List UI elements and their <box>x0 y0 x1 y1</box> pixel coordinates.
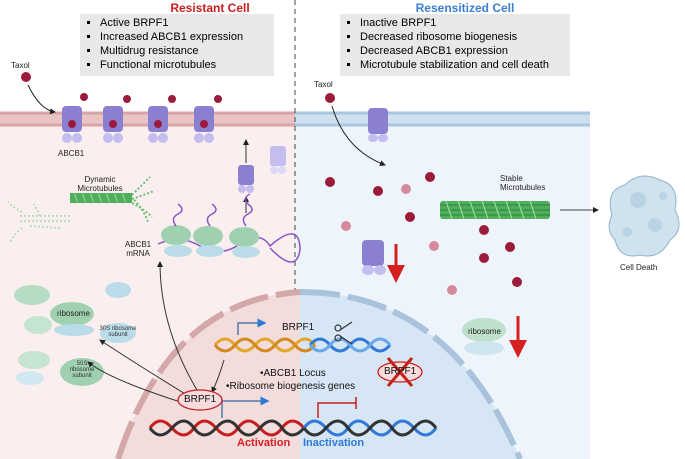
genomic-dna <box>148 419 438 437</box>
taxol-molecule <box>21 72 31 82</box>
subunit-30s-label: 30S ribosome subunit <box>98 326 138 338</box>
ribosome-label-right: ribosome <box>468 327 501 336</box>
abcb1-locus-label: •ABCB1 Locus <box>260 368 326 379</box>
cell-death-icon <box>608 175 680 257</box>
taxol-label: Taxol <box>11 61 30 70</box>
summary-item: Inactive BRPF1 <box>360 16 564 30</box>
summary-item: Microtubule stabilization and cell death <box>360 58 564 72</box>
abcb1-pump-vesicle-faded <box>270 146 286 174</box>
summary-item: Active BRPF1 <box>100 16 268 30</box>
taxol-label-right: Taxol <box>314 80 333 89</box>
cell-death-label: Cell Death <box>620 263 658 272</box>
brpf1-gene-label: BRPF1 <box>282 322 315 333</box>
summary-item: Increased ABCB1 expression <box>100 30 268 44</box>
label-line: ribosome <box>69 367 95 373</box>
dynamic-microtubule <box>70 176 155 223</box>
taxol-molecules-cytoplasm <box>325 172 522 295</box>
brpf1-gene-dna <box>213 318 392 353</box>
ribosome-label: ribosome <box>57 309 90 318</box>
scissors-icon <box>334 321 353 345</box>
activation-label: Activation <box>237 437 291 449</box>
abcb1-pump <box>194 95 222 143</box>
subunit-30s <box>100 282 136 343</box>
abcb1-mrna-label: ABCB1 mRNA <box>118 240 158 258</box>
abcb1-pump-right <box>368 108 388 142</box>
ribosome-genes-label: •Ribosome biogenesis genes <box>226 381 356 392</box>
label-line: subunit <box>72 373 92 379</box>
summary-item: Decreased ABCB1 expression <box>360 44 564 58</box>
label-line: ABCB1 <box>124 240 152 249</box>
label-line: Microtubules <box>77 184 123 193</box>
inhibition-mark <box>317 397 357 418</box>
dynamic-microtubules-label: Dynamic Microtubules <box>70 175 130 193</box>
cross-icon <box>386 357 414 387</box>
abcb1-pump-vesicle <box>238 165 254 193</box>
brpf1-inactive-label: BRPF1 <box>384 366 417 377</box>
ribosome-left <box>50 302 94 336</box>
label-line: mRNA <box>126 249 150 258</box>
abcb1-pump <box>62 93 88 143</box>
summary-item: Multidrug resistance <box>100 44 268 58</box>
label-line: subunit <box>108 332 128 338</box>
polysome-ribosomes <box>161 193 260 258</box>
stable-microtubules-label: Stable Microtubules <box>500 174 545 192</box>
label-line: 50S <box>76 361 88 367</box>
brpf1-protein <box>177 389 223 411</box>
resensitized-summary-box: Inactive BRPF1 Decreased ribosome biogen… <box>340 14 570 76</box>
label-line: Microtubules <box>500 183 546 192</box>
ribosome-faded <box>14 285 52 385</box>
abcb1-label: ABCB1 <box>58 149 85 158</box>
resistant-cell-title: Resistant Cell <box>170 1 250 15</box>
inactivation-label: Inactivation <box>303 437 365 449</box>
label-line: 30S ribosome <box>99 326 137 332</box>
brpf1-protein-label: BRPF1 <box>184 394 217 405</box>
abcb1-pump-reduced <box>362 240 386 275</box>
ribosome-right <box>462 318 506 355</box>
subunit-50s-label: 50S ribosome subunit <box>62 361 102 379</box>
taxol-molecule-right <box>325 93 335 103</box>
resistant-summary-box: Active BRPF1 Increased ABCB1 expression … <box>80 14 274 76</box>
abcb1-pump <box>103 95 131 143</box>
abcb1-pump <box>148 95 176 143</box>
label-line: Dynamic <box>84 175 116 184</box>
label-line: Stable <box>500 174 523 183</box>
summary-item: Functional microtubules <box>100 58 268 72</box>
summary-item: Decreased ribosome biogenesis <box>360 30 564 44</box>
resensitized-cell-title: Resensitized Cell <box>415 1 515 15</box>
dynamic-microtubule-faded <box>7 201 70 243</box>
stable-microtubule <box>440 200 550 220</box>
